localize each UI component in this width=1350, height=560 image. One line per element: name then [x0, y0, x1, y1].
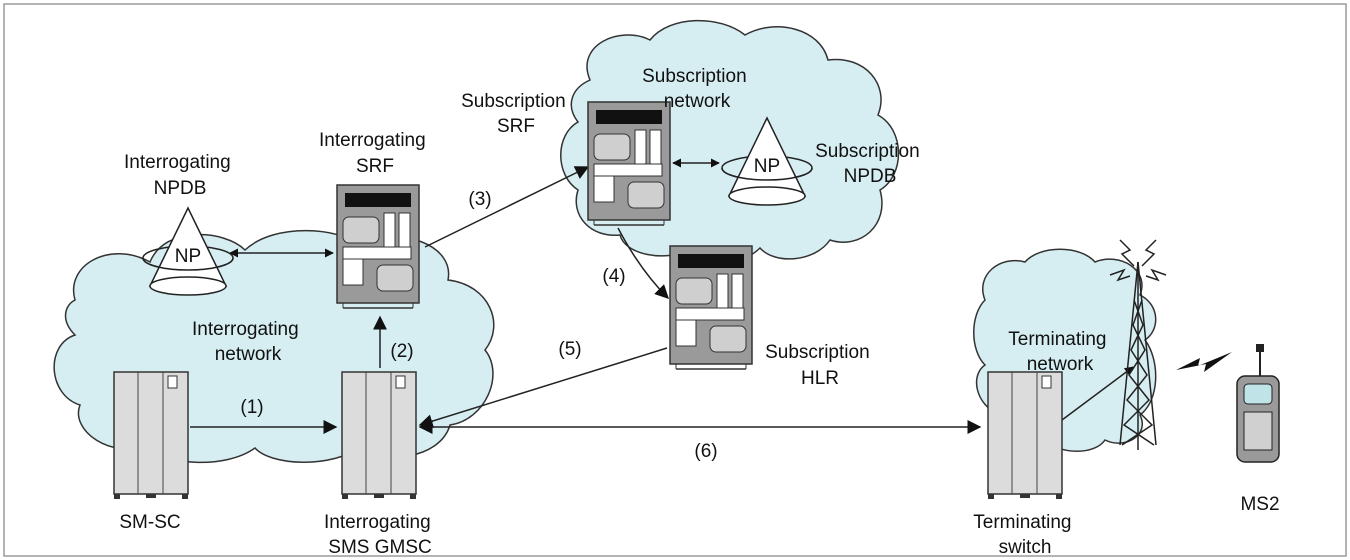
- label-subscription-network: Subscription network: [642, 66, 752, 112]
- step-label-3: (3): [468, 189, 491, 210]
- label-interrogating-network: Interrogating network: [192, 319, 304, 365]
- mobile-phone-icon: [1236, 344, 1280, 463]
- antenna-tower-icon: [1109, 239, 1167, 450]
- terminating-switch-icon: [987, 371, 1063, 500]
- arrow-step-3: [424, 166, 590, 248]
- label-ms2: MS2: [1240, 494, 1279, 515]
- np-label-right: NP: [754, 156, 780, 177]
- label-subscription-hlr: Subscription HLR: [765, 342, 875, 389]
- step-label-5: (5): [558, 339, 581, 360]
- label-interrogating-gmsc: Interrogating SMS GMSC: [324, 512, 436, 558]
- sm-sc-switch-icon: [113, 371, 189, 500]
- step-label-4: (4): [602, 266, 625, 287]
- arrow-step-4: [617, 227, 669, 299]
- interrogating-gmsc-switch-icon: [341, 371, 417, 500]
- interrogating-srf-server-icon: [336, 184, 420, 309]
- label-sm-sc: SM-SC: [119, 512, 180, 533]
- interrogating-npdb-icon: NP: [142, 206, 234, 296]
- link-switch-tower: [1061, 366, 1134, 421]
- np-label-left: NP: [175, 246, 201, 267]
- label-subscription-npdb: Subscription NPDB: [815, 141, 925, 187]
- step-label-2: (2): [390, 341, 413, 362]
- label-interrogating-npdb: Interrogating NPDB: [124, 152, 236, 199]
- subscription-srf-server-icon: [587, 101, 671, 226]
- label-terminating-network: Terminating network: [1008, 329, 1112, 375]
- label-interrogating-srf: Interrogating SRF: [319, 130, 431, 177]
- step-label-1: (1): [240, 397, 263, 418]
- step-label-6: (6): [694, 441, 717, 462]
- label-subscription-srf: Subscription SRF: [461, 91, 571, 137]
- label-terminating-switch: Terminating switch: [973, 512, 1077, 558]
- arrow-step-5: [418, 347, 668, 428]
- subscription-npdb-icon: NP: [721, 116, 813, 206]
- wireless-link-icon: [1176, 352, 1232, 372]
- subscription-hlr-server-icon: [669, 245, 753, 370]
